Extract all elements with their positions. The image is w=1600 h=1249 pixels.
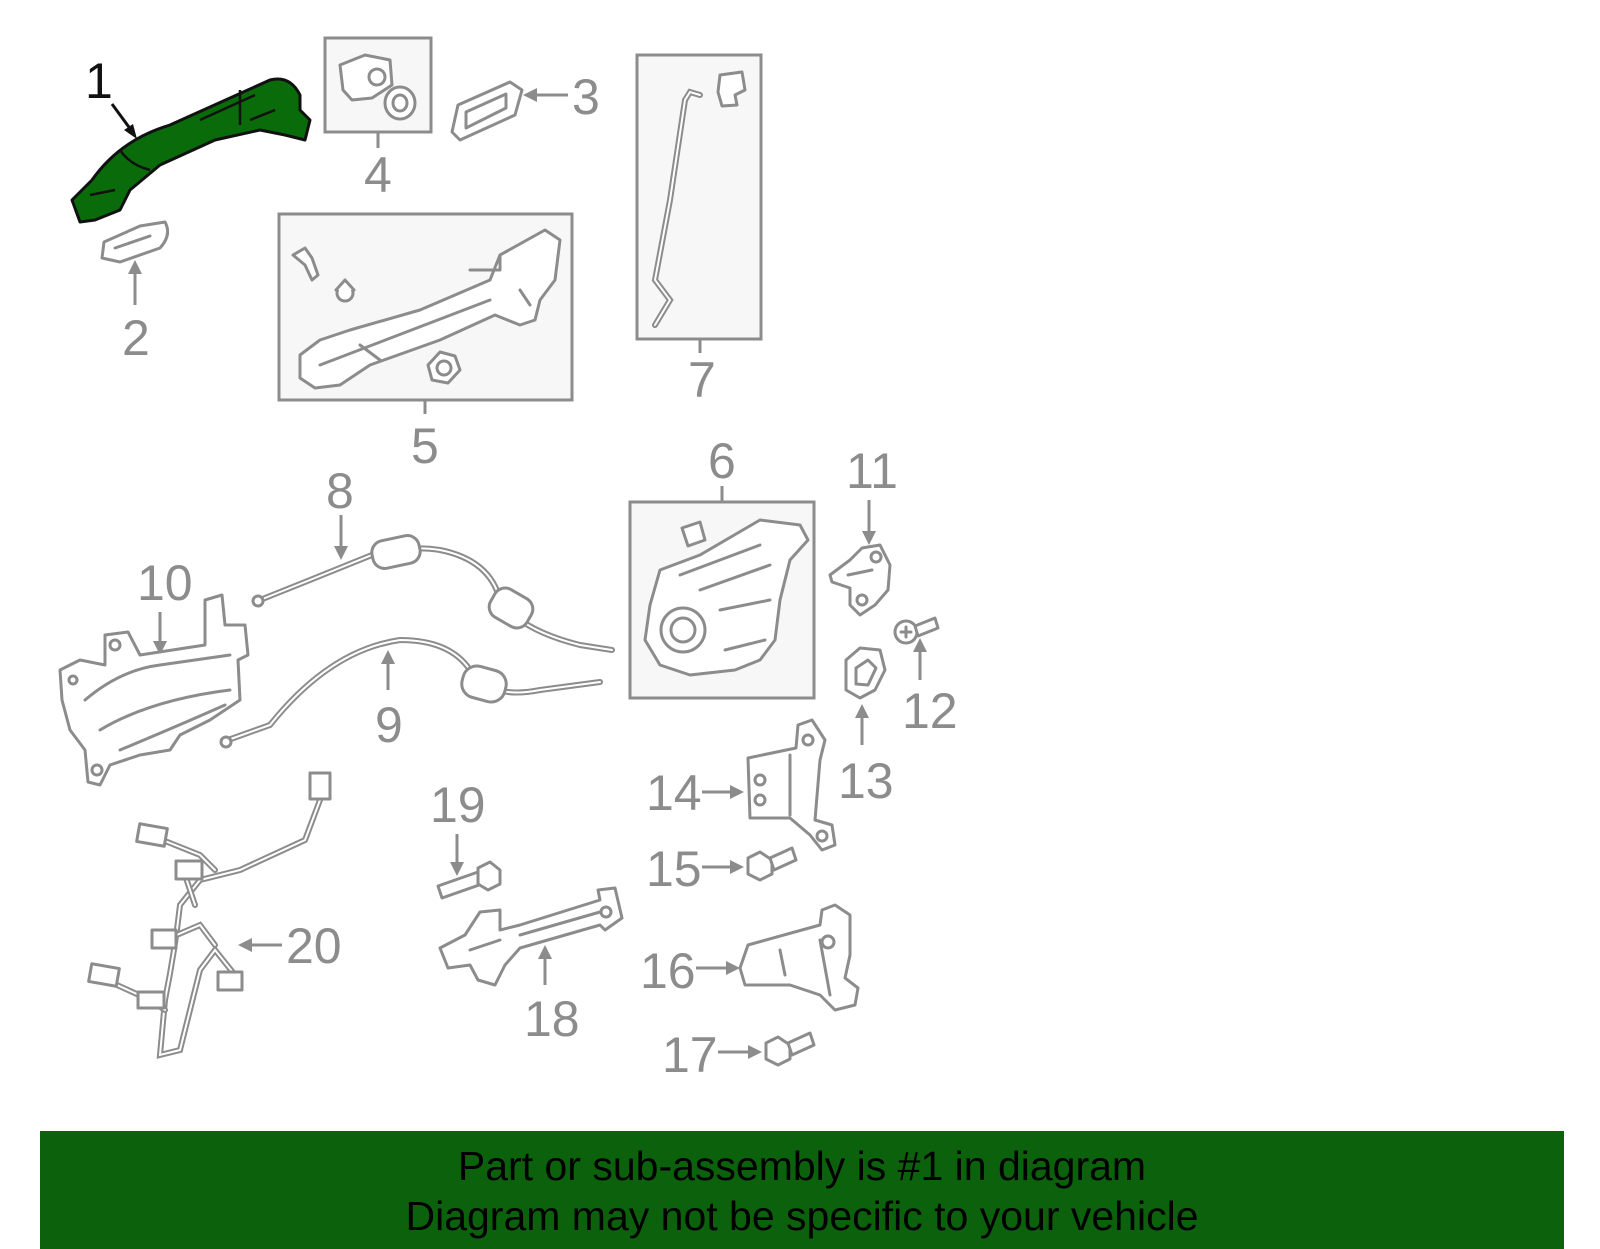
part-9-cable[interactable] [219,636,603,749]
callout-19: 19 [430,777,486,833]
callout-3: 3 [572,69,600,125]
callout-20: 20 [286,918,342,974]
info-banner: Part or sub-assembly is #1 in diagram Di… [40,1131,1564,1249]
callout-18-leader [538,945,552,985]
callout-12: 12 [902,683,958,739]
callout-11: 11 [846,443,898,499]
callout-4: 4 [364,147,392,203]
part-2-handle-cover[interactable] [100,220,170,264]
callout-9-leader [381,650,395,690]
banner-line-2: Diagram may not be specific to your vehi… [405,1193,1199,1239]
callout-14: 14 [646,765,702,821]
part-1-outer-handle[interactable] [70,77,312,224]
callout-14-leader [702,785,744,799]
part-16-lower-hinge[interactable] [738,903,860,1012]
callout-11-leader [862,500,876,545]
part-11-striker[interactable] [828,543,892,617]
part-4-key-cylinder [338,53,417,121]
callout-3-leader [523,88,568,102]
callout-15: 15 [646,841,702,897]
part-6-door-latch [643,518,810,677]
part-8-cable[interactable] [251,533,615,653]
callout-20-leader [238,938,282,952]
callout-16: 16 [640,943,696,999]
callout-10: 10 [137,555,193,611]
callout-1: 1 [85,53,113,109]
callout-9: 9 [375,697,403,753]
banner-line-1: Part or sub-assembly is #1 in diagram [457,1143,1147,1189]
part-5-handle-frame [291,228,562,390]
part-18-door-check[interactable] [438,886,624,987]
part-12-screw[interactable] [893,616,940,645]
callout-7: 7 [688,352,716,408]
part-19-bolt[interactable] [436,860,502,900]
part-10-bracket[interactable] [58,593,250,787]
callout-8: 8 [326,463,354,519]
callout-18: 18 [524,991,580,1047]
callout-2-leader [128,260,142,305]
callout-15-leader [702,860,744,874]
part-3-gasket[interactable] [450,80,524,142]
callout-10-leader [153,612,167,655]
part-13-grommet[interactable] [844,646,887,700]
callout-16-leader [696,961,740,975]
callout-5: 5 [411,418,439,474]
callout-2: 2 [122,310,150,366]
harness-connector [308,771,332,801]
callout-6: 6 [708,433,736,489]
callout-17-leader [718,1045,762,1059]
part-14-upper-hinge[interactable] [746,718,837,852]
part-7-rod [651,70,747,328]
part-7-box[interactable] [635,53,763,341]
part-20-wire-harness[interactable] [87,771,332,1059]
callout-12-leader [913,638,927,680]
callout-8-leader [334,515,348,560]
callout-1-leader [110,103,137,139]
callout-13: 13 [838,753,894,809]
part-15-bolt[interactable] [746,846,798,882]
callout-17: 17 [662,1027,718,1083]
part-17-bolt[interactable] [764,1031,816,1067]
callout-13-leader [855,704,869,745]
callout-19-leader [450,834,464,876]
